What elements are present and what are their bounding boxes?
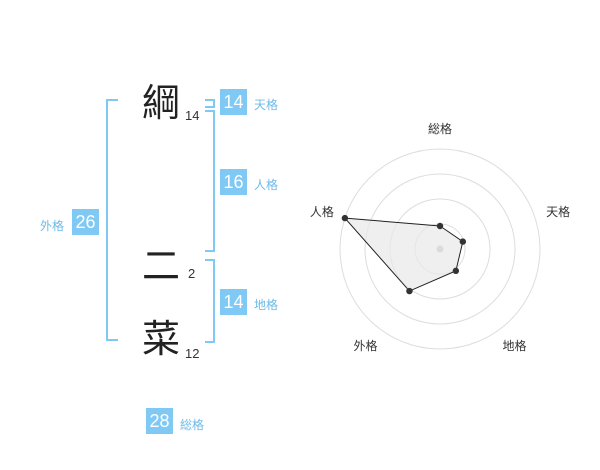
name-char-3: 菜 [142,317,181,361]
radar-area [343,217,464,292]
chikaku-value-badge: 14 [220,289,247,315]
chikaku-bracket [205,259,215,343]
gaikaku-label: 外格 [40,219,65,233]
tenkaku-label: 天格 [254,98,279,112]
radar-axis-label: 地格 [503,338,527,353]
radar-axis-label: 総格 [428,121,452,136]
radar-ring [339,148,541,350]
jinkaku-value-badge: 16 [220,169,247,195]
name-char-3-strokes: 12 [185,346,200,361]
gaikaku-value-badge: 26 [72,209,99,235]
radar-point [436,222,444,230]
radar-ring [364,173,516,325]
name-char-1: 綱 [142,81,181,125]
name-char-1-strokes: 14 [185,108,200,123]
gaikaku-bracket [106,99,118,341]
chikaku-label: 地格 [254,298,279,312]
radar-axis-label: 天格 [546,204,570,219]
tenkaku-value-badge: 14 [220,89,247,115]
radar-axis-label: 人格 [310,204,334,219]
jinkaku-bracket [205,110,215,252]
name-char-2: 二 [142,244,181,288]
soukaku-value-badge: 28 [146,408,173,434]
radar-point [341,214,349,222]
radar-point [459,238,467,245]
radar-point [452,267,460,275]
radar-point [406,287,413,295]
name-char-2-strokes: 2 [188,266,196,281]
tenkaku-bracket [205,99,215,108]
soukaku-label: 総格 [180,418,205,432]
radar-axis-label: 外格 [353,338,377,353]
jinkaku-label: 人格 [254,178,279,192]
